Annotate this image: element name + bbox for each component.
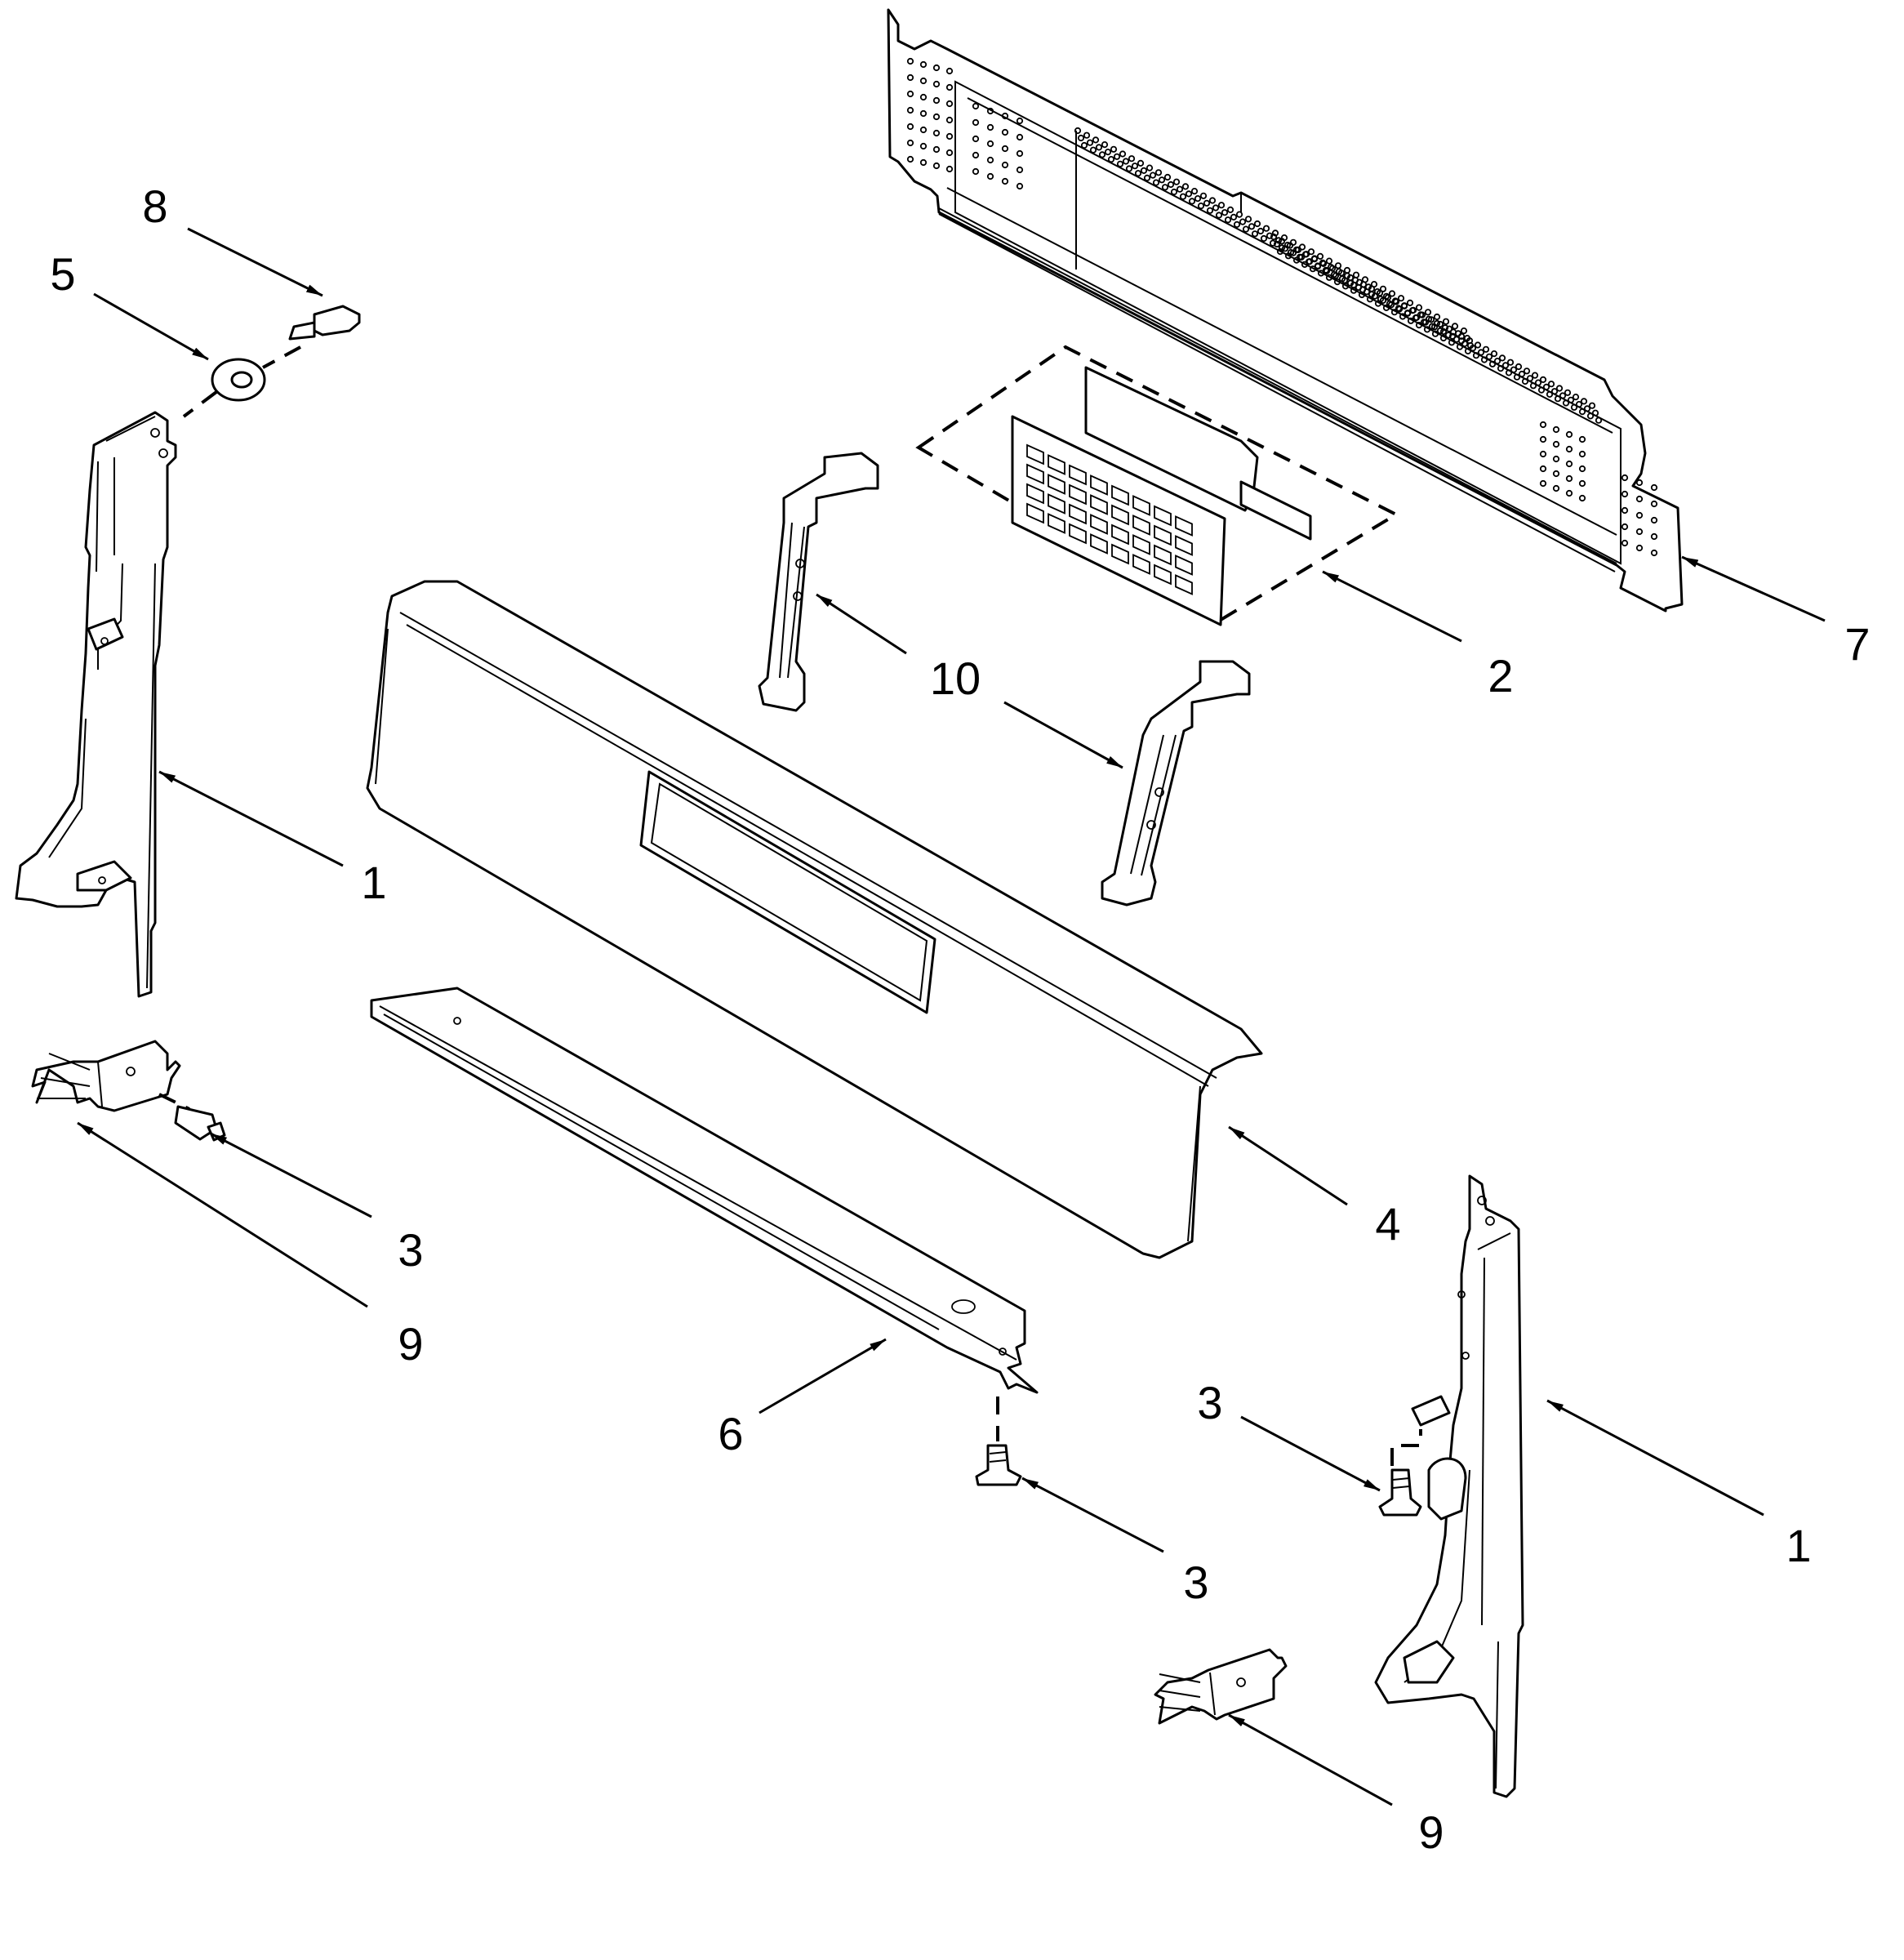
support-bracket-right	[1101, 660, 1251, 906]
control-panel-part	[366, 580, 1263, 1259]
callout-3-right: 3	[1197, 1377, 1222, 1428]
side-bracket-right	[1374, 1174, 1524, 1798]
washer-part	[211, 358, 266, 402]
bolt-part	[288, 305, 361, 341]
callout-7: 7	[1844, 618, 1870, 670]
callout-1-right: 1	[1786, 1520, 1811, 1571]
support-bracket-left	[758, 452, 879, 712]
screw-right	[1378, 1468, 1422, 1517]
screw-center	[975, 1444, 1022, 1486]
assembly-lines	[158, 345, 1422, 1466]
leader-lines	[77, 227, 1826, 1806]
callout-10: 10	[930, 653, 981, 704]
side-bracket-left	[15, 411, 177, 998]
callout-3-center: 3	[1183, 1557, 1208, 1608]
callout-2: 2	[1488, 650, 1513, 702]
rear-panel-part	[887, 8, 1684, 612]
clip-right	[1154, 1648, 1288, 1725]
callout-5: 5	[50, 248, 75, 300]
callout-9-right: 9	[1418, 1806, 1444, 1858]
callout-6: 6	[718, 1408, 743, 1459]
callout-1-left: 1	[361, 857, 386, 908]
callouts: 8 5 1 3 9 10 2 7 4 6 3 3 1 9	[50, 180, 1870, 1858]
callout-4: 4	[1375, 1198, 1400, 1250]
callout-9-left: 9	[398, 1318, 423, 1370]
callout-3-left: 3	[398, 1224, 423, 1276]
callout-8: 8	[142, 180, 167, 232]
lower-rail-part	[370, 987, 1039, 1394]
clip-left	[31, 1040, 181, 1112]
screw-left	[174, 1105, 226, 1142]
control-board-assembly	[915, 345, 1400, 626]
